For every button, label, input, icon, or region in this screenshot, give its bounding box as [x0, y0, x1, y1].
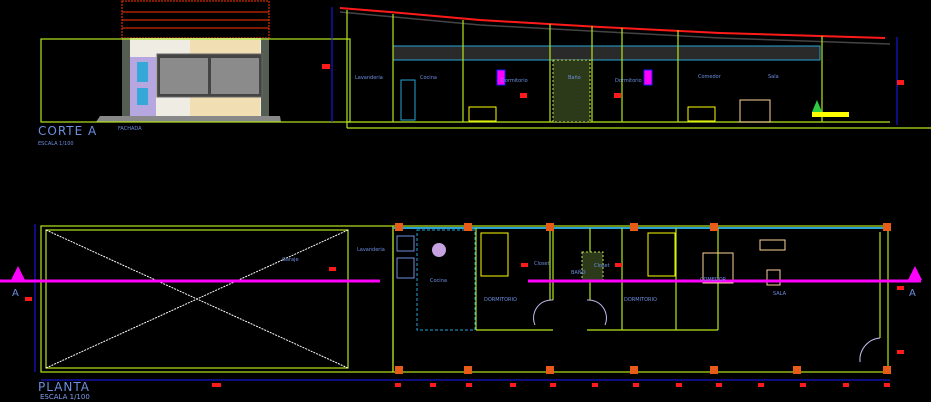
plan-label-bano: BAÑO: [571, 269, 586, 276]
plan-label-comedor: COMEDOR: [700, 277, 727, 283]
table-icon: [432, 243, 446, 257]
cut-marker-right-icon: [908, 266, 922, 280]
facade: [40, 0, 351, 123]
plan-label-closet-2: Closet: [594, 263, 610, 269]
garage-outline: [40, 225, 394, 373]
section-label-dormitorio-1: Dormitorio: [501, 78, 528, 84]
section-label-comedor: Comedor: [698, 74, 722, 80]
refrigerator-icon: [400, 79, 416, 121]
sofa-table-icon: [812, 112, 849, 117]
dining-table-icon: [702, 252, 734, 284]
cut-label-left: A: [12, 288, 19, 299]
kitchen-tiles: [416, 229, 476, 331]
bed-icon: [480, 232, 509, 277]
floor-plan: A A Garaje Lavanderia Cocina DORMITORIO …: [0, 223, 922, 387]
plan-label-cocina: Cocina: [430, 278, 447, 284]
plan-label-dormitorio-2: DORMITORIO: [624, 297, 657, 303]
facade-step: [96, 116, 281, 122]
plan-title: PLANTA: [38, 380, 90, 394]
plan-label-closet-1: Closet: [534, 261, 550, 267]
plan-label-garage: Garaje: [282, 257, 299, 263]
cut-marker-left-icon: [11, 266, 25, 280]
section-label-bano: Baño: [568, 75, 581, 81]
cut-label-right: A: [909, 288, 916, 299]
section-title: CORTE A: [38, 124, 97, 138]
picture-icon: [496, 69, 506, 86]
plan-scale: ESCALA 1/100: [40, 393, 90, 401]
stove-icon: [396, 257, 415, 279]
section-outline: [40, 38, 351, 123]
dimension-markers: [25, 263, 904, 387]
columns: [395, 223, 891, 374]
house-outline: [392, 225, 889, 373]
section-label-lavanderia: Lavanderia: [355, 75, 383, 81]
door-swing: [859, 337, 881, 363]
plant-icon: [812, 100, 822, 112]
sofa-icon: [759, 239, 786, 251]
section-scale: ESCALA 1/100: [38, 141, 74, 147]
section-roof: [339, 7, 886, 39]
picture-icon: [643, 69, 653, 86]
bed-icon: [687, 106, 716, 122]
plan-label-lavanderia: Lavanderia: [357, 247, 385, 253]
section-subtitle: FACHADA: [118, 126, 142, 132]
sink-icon: [396, 235, 415, 252]
dining-set-icon: [739, 99, 771, 123]
clerestory-windows: [392, 45, 821, 61]
section-label-cocina: Cocina: [420, 75, 437, 81]
coffee-table-icon: [766, 269, 781, 286]
plan-label-sala: SALA: [773, 291, 787, 297]
plan-label-dormitorio-1: DORMITORIO: [484, 297, 517, 303]
section-label-dormitorio-2: Dormitorio: [615, 78, 642, 84]
bed-icon: [647, 232, 676, 277]
bathroom-tile-wall: [552, 59, 591, 123]
section-label-sala: Sala: [768, 74, 779, 80]
house-section: Lavanderia Cocina Dormitorio Baño Dormit…: [339, 7, 931, 129]
bed-icon: [468, 106, 497, 122]
